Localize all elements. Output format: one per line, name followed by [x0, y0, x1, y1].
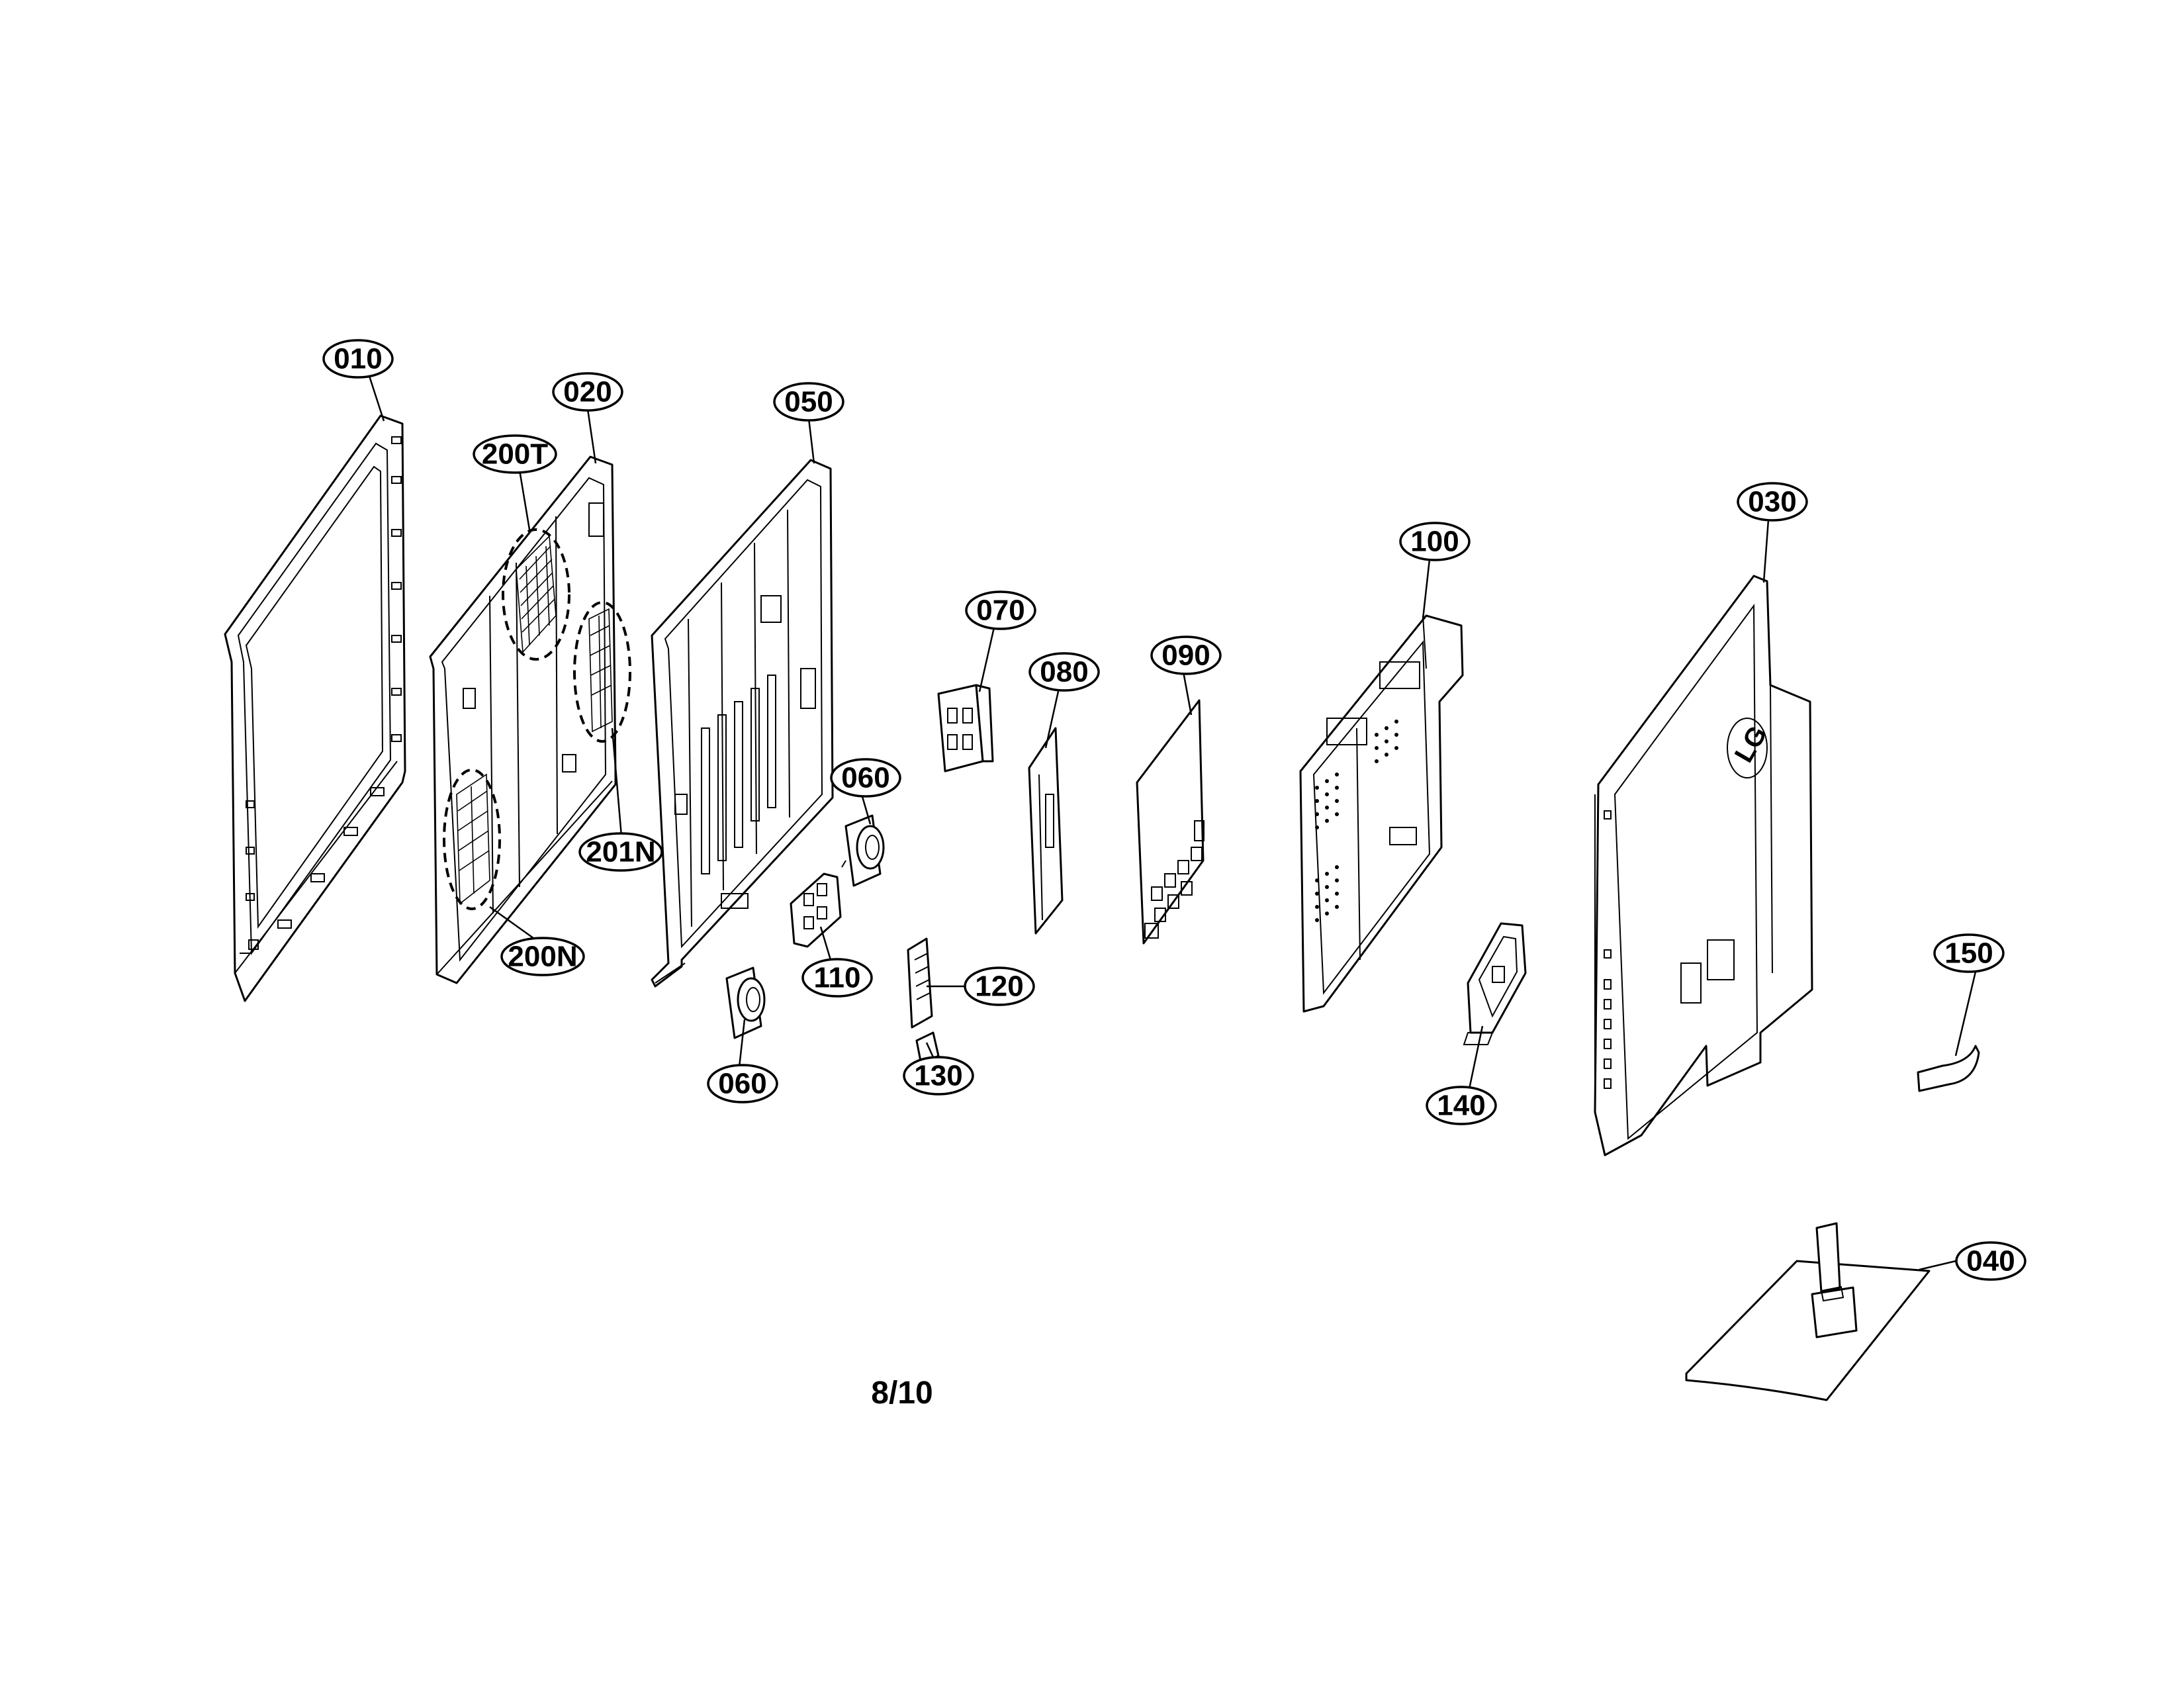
callout-040-label: 040 — [1966, 1245, 2015, 1278]
part-040-stand-base — [1685, 1222, 1931, 1401]
callout-130: 130 — [903, 1056, 974, 1096]
part-090-main-board — [1136, 699, 1205, 945]
callout-040: 040 — [1955, 1241, 2026, 1281]
callout-080: 080 — [1028, 652, 1100, 692]
callout-060-lower-label: 060 — [718, 1068, 766, 1100]
callout-010-label: 010 — [334, 343, 382, 375]
part-070-bracket — [937, 684, 994, 773]
callout-200n-label: 200N — [508, 941, 577, 973]
part-150-cover-clip — [1917, 1045, 1980, 1092]
callout-060-upper: 060 — [830, 758, 901, 798]
part-080-board — [1028, 727, 1064, 935]
callout-030-label: 030 — [1748, 486, 1796, 518]
part-010-front-bezel — [224, 414, 406, 1002]
callout-070-label: 070 — [976, 594, 1024, 627]
callout-140: 140 — [1426, 1086, 1497, 1125]
callout-090-label: 090 — [1161, 639, 1210, 672]
callout-200t: 200T — [473, 434, 557, 474]
callout-060-lower: 060 — [707, 1064, 778, 1103]
callout-150: 150 — [1933, 933, 2005, 973]
callout-110: 110 — [801, 958, 873, 998]
callout-120-label: 120 — [975, 970, 1023, 1003]
callout-100-label: 100 — [1410, 526, 1459, 558]
callout-020: 020 — [552, 372, 623, 412]
part-030-back-cover: LG — [1594, 575, 1813, 1156]
callout-150-label: 150 — [1944, 937, 1993, 970]
callout-201n: 201N — [578, 832, 663, 872]
callout-130-label: 130 — [914, 1060, 962, 1092]
callout-200n: 200N — [500, 937, 585, 976]
callout-020-label: 020 — [563, 376, 612, 408]
callout-100: 100 — [1399, 522, 1471, 561]
callout-140-label: 140 — [1437, 1090, 1485, 1122]
part-020-shield-plate — [429, 455, 631, 984]
leader-lines — [368, 375, 1977, 1271]
part-060-speaker-lower — [725, 966, 766, 1039]
callout-201n-label: 201N — [586, 836, 655, 868]
callout-090: 090 — [1150, 635, 1222, 675]
callout-080-label: 080 — [1040, 656, 1088, 688]
callout-050-label: 050 — [784, 386, 833, 418]
callout-070: 070 — [965, 590, 1036, 630]
callout-110-label: 110 — [814, 962, 861, 994]
part-140-stand-bracket — [1463, 922, 1527, 1045]
callout-120: 120 — [964, 966, 1035, 1006]
callout-200t-label: 200T — [482, 438, 548, 471]
callout-030: 030 — [1737, 482, 1808, 522]
part-120-button-board — [907, 937, 933, 1029]
part-100-back-shield — [1299, 614, 1464, 1013]
callout-050: 050 — [773, 382, 844, 422]
part-050-main-frame — [651, 459, 834, 988]
callout-060-upper-label: 060 — [841, 762, 889, 794]
part-110-jack-bracket — [790, 872, 842, 948]
part-060-speaker-upper — [841, 814, 885, 887]
page-number: 8/10 — [871, 1376, 933, 1411]
callout-010: 010 — [322, 339, 394, 379]
